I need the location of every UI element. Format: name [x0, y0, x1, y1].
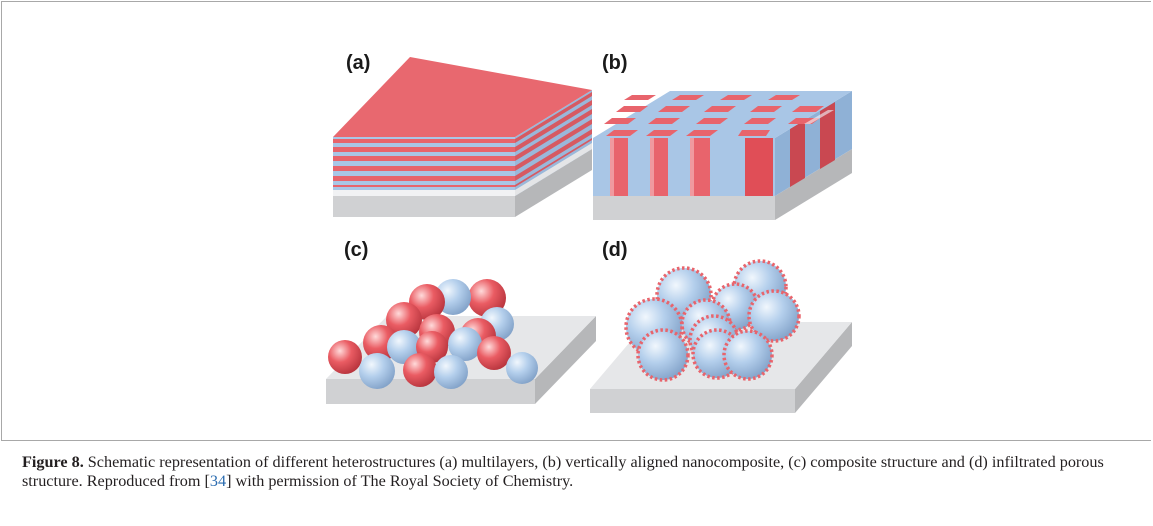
blue-particle	[747, 289, 801, 343]
infiltrated-porous-structure	[590, 259, 852, 413]
red-particle	[477, 336, 511, 370]
red-particle	[403, 353, 437, 387]
panel-label-b: (b)	[602, 52, 628, 74]
layer-stripes-front	[333, 137, 515, 196]
panel-label-d: (d)	[602, 239, 628, 261]
blue-particle	[434, 355, 468, 389]
panel-label-c: (c)	[344, 239, 368, 261]
checkerboard-top	[593, 91, 852, 138]
substrate-front	[593, 196, 775, 220]
blue-particle	[506, 352, 538, 384]
panel-label-a: (a)	[346, 52, 370, 74]
substrate-side	[535, 316, 596, 404]
citation-link[interactable]: 34	[209, 472, 227, 490]
blue-particle	[359, 353, 395, 389]
particle-cluster	[328, 279, 538, 389]
red-particle	[328, 340, 362, 374]
figure-caption: Figure 8. Schematic representation of di…	[22, 453, 1132, 491]
layer-stripes-side	[515, 90, 592, 196]
substrate-side	[515, 149, 592, 217]
caption-text: Schematic representation of different he…	[22, 453, 1104, 490]
blue-particle	[636, 328, 690, 382]
caption-label: Figure 8.	[22, 453, 84, 471]
blue-particle	[448, 327, 482, 361]
composite-structure	[326, 279, 596, 404]
multilayer-stack	[333, 57, 592, 217]
substrate-side	[775, 149, 852, 220]
substrate-side	[795, 322, 852, 413]
caption-text-end: ] with permission of The Royal Society o…	[226, 472, 574, 490]
substrate-front	[333, 196, 515, 217]
porous-particles	[624, 259, 801, 382]
top-layer-surface	[333, 57, 592, 137]
substrate-front	[590, 389, 795, 413]
pillar-side	[775, 91, 852, 196]
blue-particle	[722, 329, 774, 381]
vertical-nanocomposite	[593, 91, 852, 220]
pillar-front	[593, 138, 775, 196]
figure-frame	[1, 1, 1151, 441]
red-particle	[386, 302, 422, 338]
